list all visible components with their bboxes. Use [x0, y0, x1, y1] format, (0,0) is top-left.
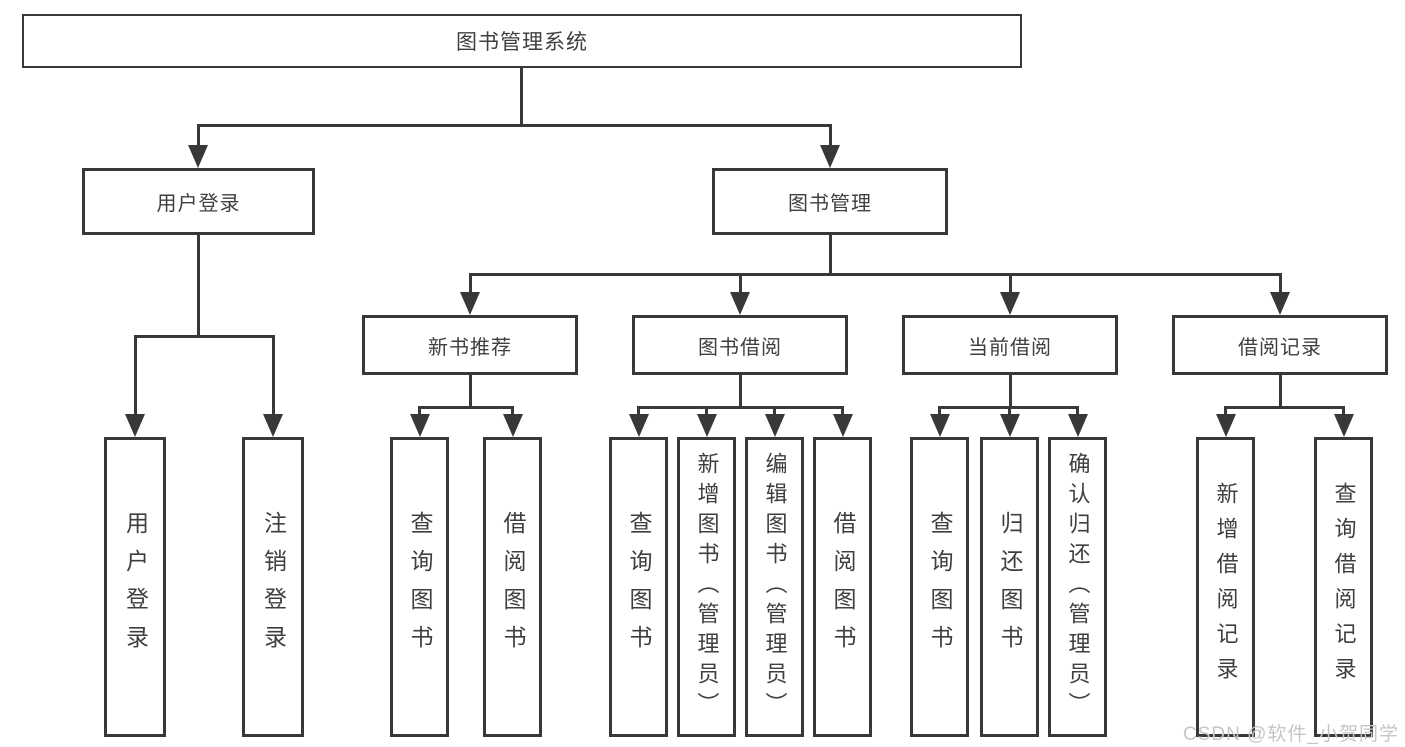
- connector-line: [1008, 406, 1011, 418]
- node-label: 新书推荐: [428, 336, 512, 359]
- leaf-label: 归还图书: [997, 511, 1023, 663]
- connector-line: [938, 406, 941, 418]
- connector-line: [705, 406, 708, 418]
- connector-line: [1008, 273, 1012, 295]
- connector-line: [738, 273, 742, 295]
- leaf-label: 新增图书（管理员）: [694, 452, 720, 722]
- arrow-down-icon: [999, 414, 1020, 437]
- arrow-down-icon: [730, 292, 750, 315]
- leaf-bb-edit-books-admin: 编辑图书（管理员）: [745, 437, 804, 737]
- leaf-br-query-record: 查询借阅记录: [1314, 437, 1373, 737]
- leaf-label: 查询图书: [626, 511, 652, 663]
- leaf-label: 查询图书: [927, 511, 953, 663]
- watermark: CSDN @软件_小贺同学: [1183, 724, 1399, 745]
- connector-line: [519, 68, 523, 127]
- connector-line: [1224, 406, 1344, 409]
- node-new-book-recommend: 新书推荐: [362, 315, 578, 375]
- arrow-down-icon: [460, 292, 480, 315]
- arrow-down-icon: [263, 414, 283, 437]
- node-label: 图书管理: [788, 193, 872, 215]
- connector-line: [470, 273, 1281, 276]
- connector-line: [1279, 273, 1282, 295]
- node-label: 图书管理系统: [456, 31, 588, 54]
- arrow-down-icon: [628, 414, 649, 437]
- connector-line: [1279, 375, 1282, 409]
- node-label: 当前借阅: [968, 336, 1052, 359]
- node-current-borrow: 当前借阅: [902, 315, 1118, 375]
- connector-line: [773, 406, 776, 418]
- arrow-down-icon: [764, 414, 785, 437]
- leaf-nb-borrow-books: 借阅图书: [483, 437, 542, 737]
- leaf-label: 借阅图书: [830, 511, 856, 663]
- connector-line: [828, 124, 832, 147]
- connector-line: [828, 235, 832, 276]
- leaf-user-login: 用户登录: [104, 437, 166, 737]
- connector-line: [133, 335, 275, 338]
- node-label: 图书借阅: [698, 336, 782, 359]
- connector-line: [196, 235, 200, 338]
- leaf-label: 注销登录: [260, 511, 287, 663]
- leaf-cb-return-books: 归还图书: [980, 437, 1039, 737]
- leaf-bb-borrow-books: 借阅图书: [813, 437, 872, 737]
- arrow-down-icon: [125, 414, 145, 437]
- arrow-down-icon: [1333, 414, 1354, 437]
- node-book-management: 图书管理: [712, 168, 948, 235]
- connector-line: [1008, 375, 1012, 409]
- arrow-down-icon: [1000, 292, 1020, 315]
- leaf-bb-add-books-admin: 新增图书（管理员）: [677, 437, 736, 737]
- leaf-cb-confirm-return-admin: 确认归还（管理员）: [1048, 437, 1107, 737]
- node-book-borrow: 图书借阅: [632, 315, 848, 375]
- connector-line: [468, 273, 472, 295]
- connector-line: [418, 406, 421, 418]
- leaf-label: 借阅图书: [500, 511, 526, 663]
- arrow-down-icon: [820, 145, 840, 168]
- leaf-label: 用户登录: [122, 511, 149, 663]
- arrow-down-icon: [929, 414, 950, 437]
- leaf-label: 编辑图书（管理员）: [762, 452, 788, 722]
- leaf-label: 查询图书: [407, 511, 433, 663]
- connector-line: [197, 124, 831, 127]
- node-label: 用户登录: [156, 193, 241, 215]
- connector-line: [637, 406, 640, 418]
- connector-line: [738, 375, 742, 409]
- arrow-down-icon: [1067, 414, 1088, 437]
- leaf-logout: 注销登录: [242, 437, 304, 737]
- leaf-bb-query-books: 查询图书: [609, 437, 668, 737]
- connector-line: [196, 124, 200, 147]
- arrow-down-icon: [832, 414, 853, 437]
- arrow-down-icon: [696, 414, 717, 437]
- connector-line: [1076, 406, 1079, 418]
- arrow-down-icon: [1215, 414, 1236, 437]
- arrow-down-icon: [188, 145, 208, 168]
- connector-line: [1224, 406, 1227, 418]
- node-library-management-system: 图书管理系统: [22, 14, 1022, 68]
- leaf-label: 查询借阅记录: [1331, 482, 1357, 692]
- connector-line: [271, 335, 275, 417]
- leaf-label: 确认归还（管理员）: [1065, 452, 1091, 722]
- leaf-cb-query-books: 查询图书: [910, 437, 969, 737]
- arrow-down-icon: [409, 414, 430, 437]
- arrow-down-icon: [1270, 292, 1290, 315]
- connector-line: [468, 375, 472, 409]
- leaf-br-add-record: 新增借阅记录: [1196, 437, 1255, 737]
- leaf-label: 新增借阅记录: [1213, 482, 1239, 692]
- connector-line: [418, 406, 514, 409]
- connector-line: [511, 406, 514, 418]
- connector-line: [637, 406, 844, 409]
- connector-line: [133, 335, 137, 417]
- connector-line: [1342, 406, 1345, 418]
- arrow-down-icon: [502, 414, 523, 437]
- leaf-nb-query-books: 查询图书: [390, 437, 449, 737]
- node-borrow-records: 借阅记录: [1172, 315, 1388, 375]
- node-label: 借阅记录: [1238, 336, 1322, 359]
- connector-line: [841, 406, 844, 418]
- node-user-login: 用户登录: [82, 168, 315, 235]
